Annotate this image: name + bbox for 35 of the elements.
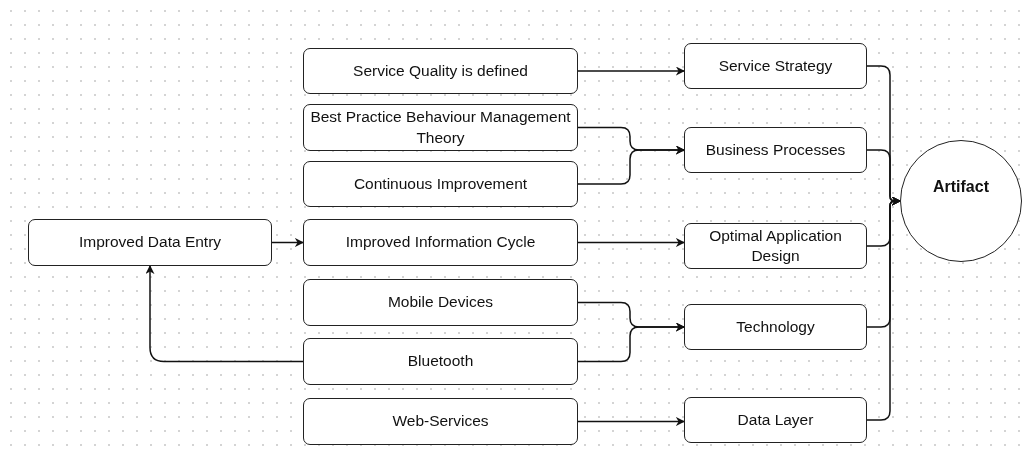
node-label: Mobile Devices bbox=[387, 292, 494, 313]
node-label: Artifact bbox=[933, 177, 989, 197]
process-box bbox=[303, 338, 578, 385]
node-label: Continuous Improvement bbox=[353, 173, 528, 194]
node-label: Web-Services bbox=[392, 411, 489, 432]
arrow bbox=[577, 145, 685, 185]
process-box bbox=[684, 223, 867, 269]
process-box bbox=[303, 279, 578, 326]
process-box bbox=[684, 304, 867, 350]
node-label: Business Processes bbox=[705, 139, 846, 160]
arrow bbox=[271, 238, 304, 247]
arrow bbox=[577, 417, 685, 426]
arrow bbox=[866, 196, 901, 421]
node-label: Service Quality is defined bbox=[353, 60, 528, 81]
node-label: Service Strategy bbox=[718, 55, 833, 76]
node-label: Improved Information Cycle bbox=[345, 232, 536, 253]
arrow bbox=[577, 66, 685, 76]
process-box bbox=[303, 104, 578, 151]
node-label: Optimal Application Design bbox=[708, 225, 843, 266]
process-box bbox=[684, 43, 867, 89]
process-box bbox=[684, 127, 867, 173]
arrow bbox=[577, 238, 685, 247]
node-label: Technology bbox=[736, 316, 815, 337]
node-label: Best Practice Behaviour Management Theory bbox=[310, 107, 571, 148]
process-box bbox=[303, 398, 578, 445]
process-box bbox=[303, 161, 578, 207]
node-label: Improved Data Entry bbox=[78, 232, 222, 253]
process-box bbox=[303, 219, 578, 266]
arrow bbox=[577, 322, 685, 363]
process-box bbox=[303, 48, 578, 94]
arrow bbox=[145, 265, 304, 363]
node-label: Bluetooth bbox=[407, 351, 474, 372]
process-box bbox=[28, 219, 272, 266]
node-label: Data Layer bbox=[737, 409, 814, 430]
process-box bbox=[684, 397, 867, 443]
